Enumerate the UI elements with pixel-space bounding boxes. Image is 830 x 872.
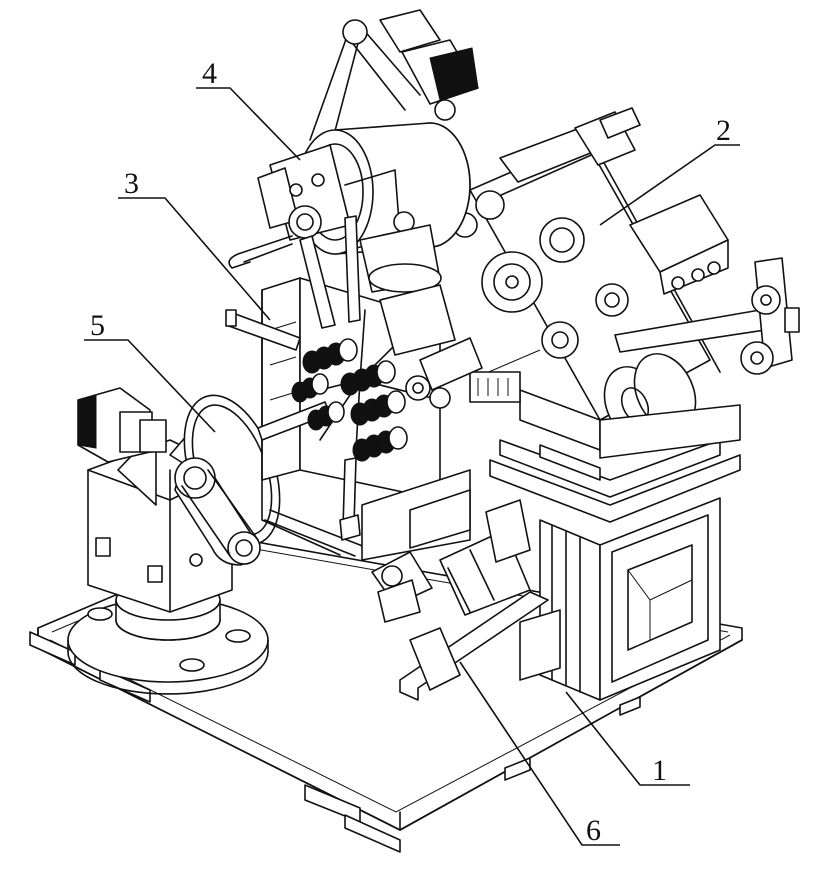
item-1-cabinet: [489, 439, 741, 701]
callout-5: 5: [90, 309, 105, 342]
callout-4: 4: [202, 57, 217, 90]
item-6-feeder-fixture: [371, 499, 549, 701]
item-2-bending-unit: [452, 107, 800, 481]
callout-1: 1: [652, 754, 667, 787]
roller-stack-left: [291, 373, 345, 431]
roller-stack-upper: [302, 338, 358, 374]
item-3-roller-cluster: [225, 284, 483, 541]
roller-stack-right: [350, 390, 406, 426]
item-5-rotary-head: [67, 387, 281, 695]
roller-stack-mid: [340, 360, 396, 396]
callout-2: 2: [716, 114, 731, 147]
item-4-top-head: [228, 9, 479, 329]
callout-labels: 1 2 3 4 5 6: [90, 57, 731, 847]
callout-3: 3: [124, 167, 139, 200]
callout-6: 6: [586, 814, 601, 847]
roller-stack-lower: [352, 426, 408, 462]
callout-leaders: [84, 87, 740, 846]
